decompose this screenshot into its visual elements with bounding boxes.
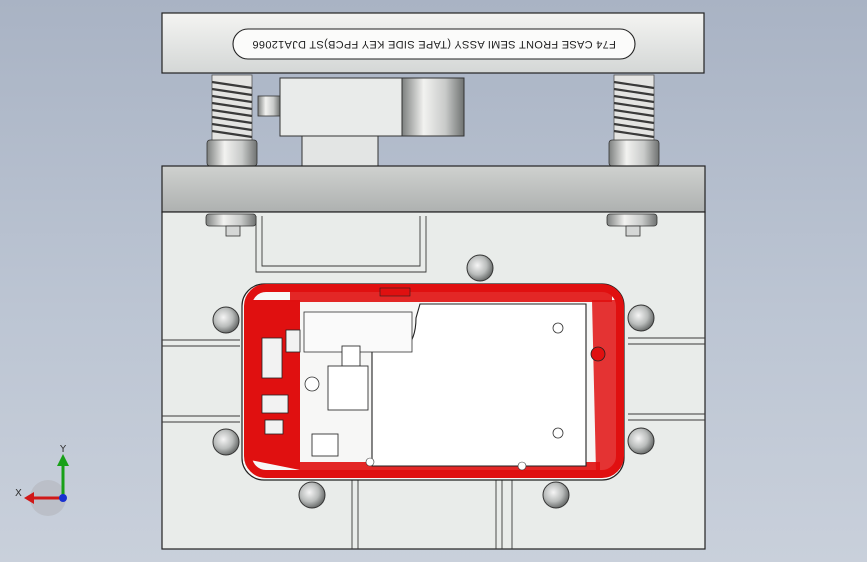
y-arrow-icon — [57, 454, 69, 466]
reference-triad[interactable]: Y X — [15, 444, 69, 516]
locating-pins — [212, 254, 655, 509]
spring-left — [206, 74, 258, 167]
upper-bar[interactable] — [161, 165, 706, 213]
z-axis-icon — [59, 494, 67, 502]
spring-right — [608, 74, 660, 167]
top-plate[interactable]: F74 CASE FRONT SEMI ASSY (TAPE SIDE KEY … — [161, 12, 705, 74]
case-front-part[interactable] — [241, 283, 625, 481]
x-arrow-icon — [24, 492, 34, 504]
center-block — [257, 77, 465, 167]
fixture-label-text: F74 CASE FRONT SEMI ASSY (TAPE SIDE KEY … — [252, 38, 616, 50]
y-axis-label: Y — [59, 444, 67, 455]
x-axis-label: X — [15, 488, 22, 499]
